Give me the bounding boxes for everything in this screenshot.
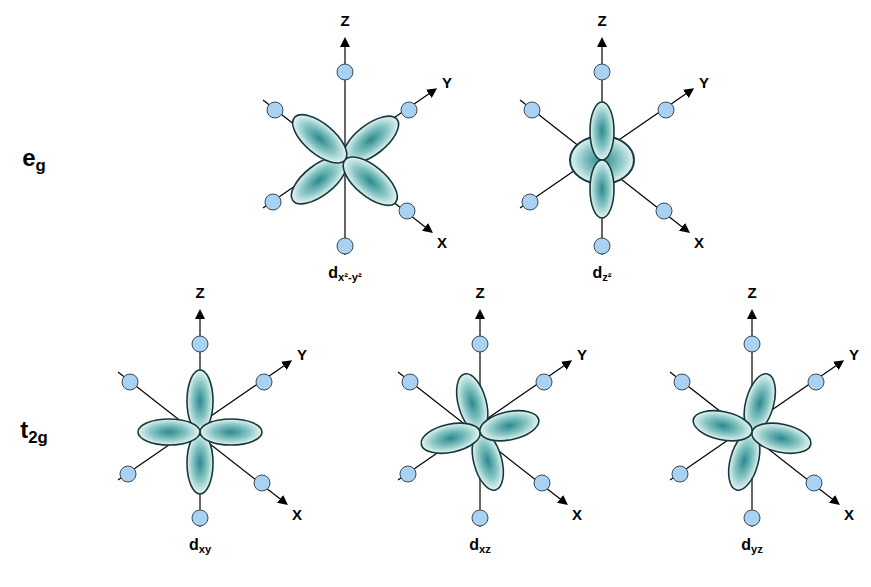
axis-label: Y: [297, 347, 307, 362]
y-axis: [263, 91, 433, 208]
orbital-name: dyz: [741, 537, 763, 556]
ligand: [808, 374, 824, 390]
ligand: [534, 475, 550, 491]
ligand: [472, 336, 488, 352]
ligand: [401, 102, 417, 118]
ligand: [522, 194, 538, 210]
ligand: [594, 64, 610, 80]
ligand: [594, 238, 610, 254]
ligand: [672, 466, 688, 482]
ligand: [337, 64, 353, 80]
axis-label: Y: [577, 347, 587, 362]
ligand: [337, 238, 353, 254]
orbital-name: dz²: [592, 265, 611, 284]
axis-label: X: [572, 507, 582, 522]
ligand: [806, 475, 822, 491]
ligand: [192, 336, 208, 352]
orbital-lobe: [590, 102, 614, 160]
axis-label: Z: [597, 13, 606, 28]
ligand: [254, 475, 270, 491]
orbital-name: dx²-y²: [328, 265, 361, 284]
axis-label: Y: [442, 75, 452, 90]
ligand: [658, 102, 674, 118]
axis-label: Z: [195, 285, 204, 300]
axis-label: X: [844, 507, 854, 522]
ligand: [744, 336, 760, 352]
axis-label: Z: [475, 285, 484, 300]
orbital-lobe: [200, 419, 262, 445]
ligand: [744, 510, 760, 526]
ligand: [399, 203, 415, 219]
x-axis: [520, 100, 686, 230]
ligand: [267, 102, 283, 118]
axis-label: X: [292, 507, 302, 522]
orbital-lobe: [418, 418, 483, 458]
axis-label: X: [437, 235, 447, 250]
orbital-lobe: [285, 106, 355, 171]
axis-label: Z: [340, 13, 349, 28]
ligand: [122, 374, 138, 390]
orbital-lobe: [590, 160, 614, 218]
ligand: [120, 466, 136, 482]
ligand: [656, 203, 672, 219]
ligand: [472, 510, 488, 526]
ligand: [674, 374, 690, 390]
axis-label: X: [694, 235, 704, 250]
ligand: [402, 374, 418, 390]
orbital-name: dxy: [189, 537, 211, 556]
axis-label: Y: [699, 75, 709, 90]
ligand: [400, 466, 416, 482]
group-label: t2g: [20, 418, 48, 447]
ligand: [265, 194, 281, 210]
axis-label: Y: [849, 347, 859, 362]
ligand: [536, 374, 552, 390]
group-label: eg: [22, 146, 46, 175]
orbital-lobe: [749, 418, 814, 458]
ligand: [524, 102, 540, 118]
orbital-name: dxz: [469, 537, 491, 556]
orbital-lobe: [138, 419, 200, 445]
orbital-lobe: [690, 406, 755, 446]
orbital-lobe: [477, 406, 542, 446]
ligand: [256, 374, 272, 390]
x-axis: [263, 100, 429, 230]
axis-label: Z: [747, 285, 756, 300]
ligand: [192, 510, 208, 526]
